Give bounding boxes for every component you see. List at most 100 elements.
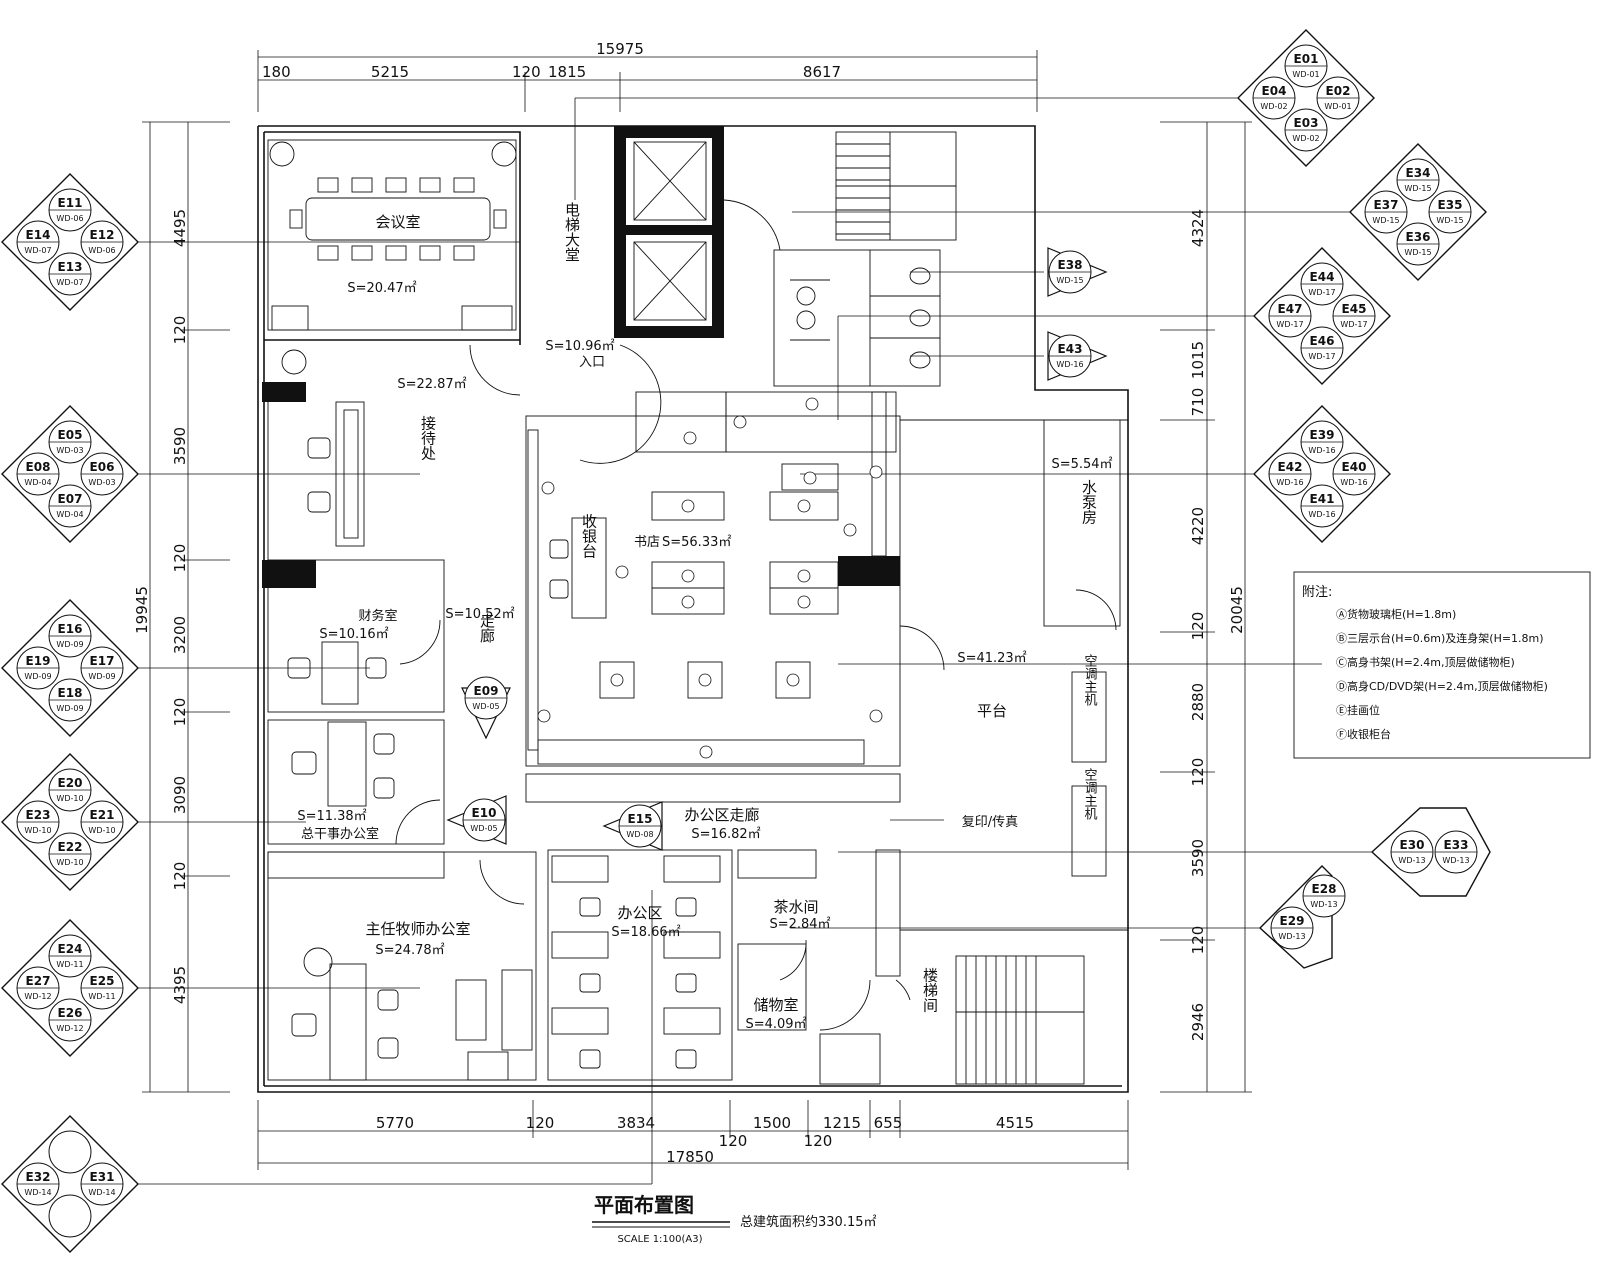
room-entrance-name: 入口 xyxy=(579,355,605,370)
tag-ref-e26: WD-12 xyxy=(56,1024,83,1033)
room-gm-office-name: 总干事办公室 xyxy=(301,826,379,842)
tag-id-e28: E28 xyxy=(1312,882,1337,896)
tag-ref-e32: WD-14 xyxy=(24,1188,51,1197)
tag-id-e06: E06 xyxy=(90,460,115,474)
tag-ref-e08: WD-04 xyxy=(24,478,51,487)
stair-treads-bottom xyxy=(956,956,1084,1084)
tag-ref-e17: WD-09 xyxy=(88,672,115,681)
room-pump-area: S=5.54㎡ xyxy=(1051,457,1112,472)
room-elevator-hall-area: S=10.96㎡ xyxy=(545,339,614,354)
tag-ref-e36: WD-15 xyxy=(1404,248,1431,257)
room-office-corridor-name: 办公区走廊 xyxy=(684,806,759,824)
tag-id-e38: E38 xyxy=(1058,258,1083,272)
tag-ref-e31: WD-14 xyxy=(88,1188,115,1197)
tag-id-e22: E22 xyxy=(58,840,83,854)
room-corridor-area: S=10.52㎡ xyxy=(445,607,514,622)
tag-id-e16: E16 xyxy=(58,622,83,636)
shelf-marker-a xyxy=(681,569,695,583)
tag-ref-e33: WD-13 xyxy=(1442,856,1469,865)
tag-ref-e29: WD-13 xyxy=(1278,932,1305,941)
tag-ref-e41: WD-16 xyxy=(1308,510,1335,519)
office-furniture xyxy=(287,539,721,1081)
tag-id-e46: E46 xyxy=(1310,334,1335,348)
tag-id-e17: E17 xyxy=(90,654,115,668)
tag-id-e47: E47 xyxy=(1278,302,1303,316)
room-office-corridor-area: S=16.82㎡ xyxy=(691,827,760,842)
shelf-marker-d xyxy=(786,673,800,687)
room-tea-room-name: 茶水间 xyxy=(773,898,818,916)
shelf-marker-c xyxy=(699,745,713,759)
tag-id-e21: E21 xyxy=(90,808,115,822)
room-reception-name: 接待处 xyxy=(419,416,437,461)
dim-bottom-7: 655 xyxy=(874,1114,903,1132)
tag-id-e43: E43 xyxy=(1058,342,1083,356)
shelf-marker-c xyxy=(869,709,883,723)
tag-ref-e30: WD-13 xyxy=(1398,856,1425,865)
tag-ref-e47: WD-17 xyxy=(1276,320,1303,329)
dim-bottom-5: 120 xyxy=(804,1132,833,1150)
room-pump-name: 水泵房 xyxy=(1080,480,1098,525)
dim-bottom-6: 1215 xyxy=(823,1114,861,1132)
tag-ref-e13: WD-07 xyxy=(56,278,83,287)
shelf-marker-e xyxy=(843,523,857,537)
tag-id-e27: E27 xyxy=(26,974,51,988)
notes-box xyxy=(1293,571,1591,759)
drawing-scale: SCALE 1:100(A3) xyxy=(617,1234,702,1245)
dim-left-6: 3090 xyxy=(171,776,189,814)
dim-left-1: 120 xyxy=(171,316,189,345)
dim-right-1: 1015 xyxy=(1189,341,1207,379)
tag-id-e15: E15 xyxy=(628,812,653,826)
dim-top-0: 180 xyxy=(262,63,291,81)
shelf-marker-c xyxy=(537,709,551,723)
tag-ref-e12: WD-06 xyxy=(88,246,115,255)
room-storage-name: 储物室 xyxy=(753,996,798,1014)
room-office-name: 办公区 xyxy=(617,904,662,922)
drawing-title: 平面布置图 xyxy=(594,1193,694,1217)
room-tea-room-area: S=2.84㎡ xyxy=(769,917,830,932)
tag-id-e04: E04 xyxy=(1262,84,1287,98)
dimension-lines xyxy=(142,50,1252,1170)
tag-id-e45: E45 xyxy=(1342,302,1367,316)
dim-right-3: 4220 xyxy=(1189,507,1207,545)
shelf-marker-a xyxy=(797,569,811,583)
dim-left-8: 4395 xyxy=(171,966,189,1004)
room-corridor-name: 走廊 xyxy=(478,613,496,643)
dim-top-4: 8617 xyxy=(803,63,841,81)
room-meeting-name: 会议室 xyxy=(375,213,420,231)
dim-bottom-2: 3834 xyxy=(617,1114,655,1132)
shelf-markers xyxy=(537,397,883,759)
tag-id-e26: E26 xyxy=(58,1006,83,1020)
room-office-area: S=18.66㎡ xyxy=(611,925,680,940)
room-reception-area: S=22.87㎡ xyxy=(397,377,466,392)
tag-id-e08: E08 xyxy=(26,460,51,474)
tag-id-e10: E10 xyxy=(472,806,497,820)
tag-ref-e16: WD-09 xyxy=(56,640,83,649)
tag-id-e32: E32 xyxy=(26,1170,51,1184)
tag-ref-e25: WD-11 xyxy=(88,992,115,1001)
dim-top-total: 15975 xyxy=(596,40,644,58)
tag-ref-e11: WD-06 xyxy=(56,214,83,223)
tag-ref-e34: WD-15 xyxy=(1404,184,1431,193)
note-item-f: Ⓕ收银柜台 xyxy=(1336,727,1391,741)
room-copy-name: 复印/传真 xyxy=(962,815,1018,830)
note-item-e: Ⓔ挂画位 xyxy=(1336,703,1380,717)
